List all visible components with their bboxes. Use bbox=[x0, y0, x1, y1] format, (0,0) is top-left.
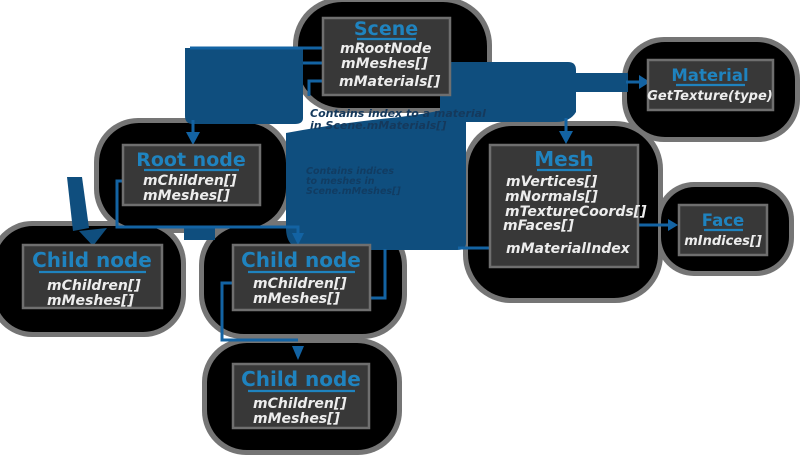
child-left-field: mChildren[] bbox=[47, 278, 141, 294]
scene-field: mMeshes[] bbox=[341, 56, 429, 72]
mesh-field: mFaces[] bbox=[503, 218, 575, 234]
mesh-field: mVertices[] bbox=[506, 174, 598, 190]
child-left-field: mMeshes[] bbox=[47, 293, 135, 309]
child-node-left-box: Child node mChildren[] mMeshes[] bbox=[21, 243, 164, 310]
root-node-box: Root node mChildren[] mMeshes[] bbox=[121, 143, 262, 207]
root-node-title: Root node bbox=[136, 149, 246, 171]
child-middle-title: Child node bbox=[241, 248, 361, 272]
material-field: GetTexture(type) bbox=[647, 89, 773, 104]
face-box: Face mIndices[] bbox=[677, 203, 769, 257]
mesh-field: mTextureCoords[] bbox=[505, 204, 647, 220]
child-middle-field: mChildren[] bbox=[253, 276, 347, 292]
child-middle-arrow-head bbox=[292, 233, 304, 245]
child-left-arrow-head bbox=[79, 228, 107, 246]
material-arrow-head bbox=[639, 75, 650, 89]
material-note-line1: Contains index to a material bbox=[310, 107, 486, 120]
child-left-title: Child node bbox=[32, 248, 152, 272]
mesh-note-line3: Scene.mMeshes[] bbox=[306, 186, 401, 197]
child-bottom-field: mChildren[] bbox=[253, 396, 347, 412]
field-left-of-scene bbox=[185, 48, 303, 124]
mesh-note-line2: to meshes in bbox=[306, 176, 375, 187]
material-note-line2: in Scene.mMaterials[] bbox=[310, 119, 446, 132]
child-middle-field: mMeshes[] bbox=[253, 291, 341, 307]
mesh-title: Mesh bbox=[534, 147, 594, 171]
mesh-field: mMaterialIndex bbox=[506, 241, 631, 257]
face-title: Face bbox=[702, 211, 744, 230]
material-arrow-bar bbox=[556, 73, 628, 92]
child-node-bottom-box: Child node mChildren[] mMeshes[] bbox=[231, 362, 371, 430]
scene-field: mMaterials[] bbox=[339, 74, 441, 90]
child-node-middle-box: Child node mChildren[] mMeshes[] bbox=[231, 243, 372, 312]
child-bottom-arrow-head bbox=[292, 346, 304, 360]
root-node-field: mMeshes[] bbox=[143, 188, 231, 204]
scene-box: Scene mRootNode mMeshes[] mMaterials[] bbox=[321, 16, 452, 97]
gap-crossing-chunk bbox=[184, 227, 215, 240]
child-bottom-field: mMeshes[] bbox=[253, 411, 341, 427]
blue-connector-fields bbox=[184, 48, 628, 250]
root-arrow-head bbox=[186, 132, 200, 145]
annotations: Contains index to a material in Scene.mM… bbox=[306, 107, 486, 197]
field-right-of-scene bbox=[440, 62, 576, 122]
material-title: Material bbox=[671, 66, 748, 85]
scene-title: Scene bbox=[354, 18, 418, 40]
child-left-arrow-bar bbox=[67, 177, 89, 231]
field-center bbox=[286, 104, 466, 250]
child-bottom-title: Child node bbox=[241, 367, 361, 391]
scene-field: mRootNode bbox=[340, 41, 431, 57]
mesh-arrow-head bbox=[559, 131, 573, 144]
mesh-box: Mesh mVertices[] mNormals[] mTextureCoor… bbox=[488, 143, 647, 269]
mesh-note-line1: Contains indices bbox=[306, 166, 394, 177]
material-box: Material GetTexture(type) bbox=[646, 58, 775, 112]
face-field: mIndices[] bbox=[684, 234, 762, 249]
mesh-field: mNormals[] bbox=[505, 189, 598, 205]
root-node-field: mChildren[] bbox=[143, 173, 237, 189]
face-arrow-head bbox=[668, 219, 678, 231]
